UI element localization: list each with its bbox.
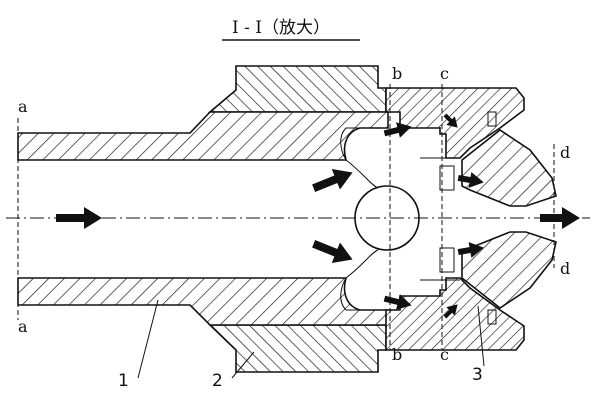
flow-arrow-upper-port bbox=[383, 122, 412, 138]
cavity-lower bbox=[340, 277, 360, 311]
tube-upper-wall bbox=[17, 111, 389, 161]
seal-upper bbox=[487, 111, 497, 127]
flow-arrow-lower-diag bbox=[443, 304, 458, 319]
part-label-2: 2 bbox=[212, 371, 223, 391]
flow-arrow-lower-tip bbox=[457, 242, 484, 258]
flow-arrow-upper-diag bbox=[443, 113, 458, 128]
label-d-bottom: d bbox=[560, 259, 570, 278]
nut-lower-section bbox=[208, 324, 387, 373]
seat-curve-lower bbox=[345, 249, 379, 279]
leader-1 bbox=[137, 299, 159, 379]
label-b-top: b bbox=[392, 64, 402, 83]
flow-arrow-outlet bbox=[540, 207, 580, 229]
flow-arrow-lower-port bbox=[383, 294, 412, 310]
flow-arrow-lower-inner bbox=[312, 240, 353, 263]
tube-lower-wall bbox=[17, 277, 389, 326]
nozzle-tip-upper bbox=[461, 129, 557, 207]
leader-3 bbox=[477, 305, 485, 367]
label-c-top: c bbox=[440, 64, 449, 83]
flow-arrow-upper-tip bbox=[457, 172, 484, 188]
flow-arrow-upper-inner bbox=[312, 169, 353, 192]
label-a-bottom: a bbox=[18, 317, 28, 336]
part-label-3: 3 bbox=[472, 365, 483, 385]
inner-block-upper bbox=[439, 165, 455, 191]
cavity-upper bbox=[340, 127, 360, 161]
leader-2 bbox=[231, 351, 255, 379]
part-label-1: 1 bbox=[118, 371, 129, 391]
seal-lower bbox=[487, 309, 497, 325]
label-b-bottom: b bbox=[392, 345, 402, 364]
flow-arrow-inlet bbox=[56, 207, 102, 229]
inner-block-lower bbox=[439, 247, 455, 273]
label-d-top: d bbox=[560, 143, 570, 162]
nut-upper-section bbox=[207, 65, 387, 113]
seat-curve-upper bbox=[345, 159, 379, 189]
label-a-top: a bbox=[18, 97, 28, 116]
diagram-title: I - I（放大） bbox=[232, 18, 330, 38]
label-c-bottom: c bbox=[440, 345, 449, 364]
